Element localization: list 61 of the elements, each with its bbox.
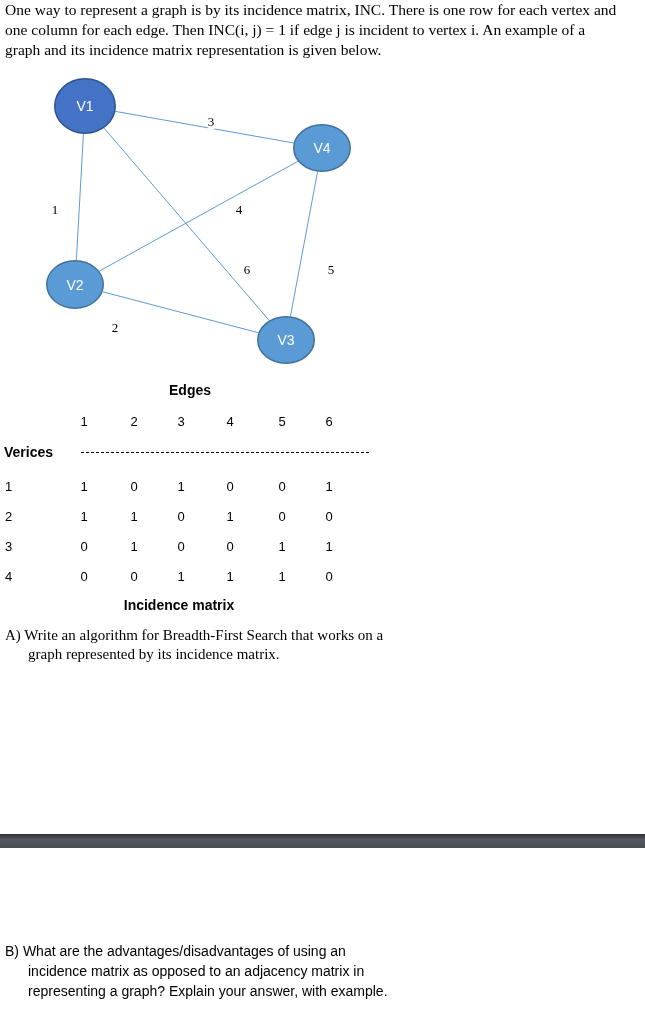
matrix-value: 1 [130, 538, 138, 554]
vertex-ellipse [257, 316, 315, 364]
matrix-value: 0 [226, 538, 234, 554]
edge-label: 1 [51, 203, 59, 217]
edge-line [98, 160, 299, 272]
vertex-ellipse [54, 78, 116, 134]
matrix-value: 0 [325, 568, 333, 584]
matrix-value: 0 [130, 478, 138, 494]
matrix-value: 0 [80, 538, 88, 554]
matrix-value: 0 [226, 478, 234, 494]
matrix-value: 1 [80, 508, 88, 524]
edge-label: 6 [243, 263, 251, 277]
edge-label: 4 [235, 203, 243, 217]
column-header: 1 [80, 413, 88, 429]
row-header: 2 [5, 508, 13, 524]
vertex-label: V2 [66, 276, 84, 293]
matrix-value: 1 [80, 478, 88, 494]
vertex-label: V4 [313, 140, 331, 156]
matrix-value: 0 [177, 508, 185, 524]
vertex-label: V1 [76, 98, 94, 114]
matrix-value: 0 [130, 568, 138, 584]
edge-line [75, 133, 84, 261]
edge-label: 3 [207, 115, 215, 129]
column-header: 2 [130, 413, 138, 429]
question-text: A) Write an algorithm for Breadth-First Search that works on a graph represented by its incidence matrix. [5, 626, 385, 664]
column-header: 5 [278, 413, 286, 429]
row-group-heading: Verices [4, 444, 54, 460]
matrix-value: 1 [278, 568, 286, 584]
question-text: B) What are the advantages/disadvantages of using an incidence matrix as opposed to an adjacency matrix in representing a graph? Explain your answer, with example. [5, 942, 389, 1001]
column-header: 4 [226, 413, 234, 429]
matrix-value: 1 [325, 538, 333, 554]
edge-label: 2 [111, 321, 119, 335]
matrix-value: 1 [226, 568, 234, 584]
matrix-value: 0 [278, 508, 286, 524]
matrix-value: 0 [278, 478, 286, 494]
vertex-ellipse [293, 124, 351, 172]
separator-bar [0, 834, 645, 848]
column-group-heading: Edges [169, 382, 211, 398]
matrix-value: 0 [177, 538, 185, 554]
matrix-value: 1 [177, 478, 185, 494]
vertex-label: V3 [277, 332, 295, 348]
edge-line [289, 171, 319, 317]
row-header: 4 [5, 568, 13, 584]
matrix-value: 0 [325, 508, 333, 524]
matrix-value: 1 [325, 478, 333, 494]
edge-line [114, 110, 295, 144]
vertex-ellipse [46, 260, 104, 309]
matrix-value: 1 [177, 568, 185, 584]
row-header: 1 [5, 478, 13, 494]
column-header: 6 [325, 413, 333, 429]
edge-line [102, 291, 259, 334]
matrix-value: 1 [226, 508, 234, 524]
edge-line [103, 127, 270, 321]
table-caption: Incidence matrix [123, 597, 235, 613]
matrix-value: 0 [80, 568, 88, 584]
intro-paragraph: One way to represent a graph is by its incidence matrix, INC. There is one row for each vertex and one column for each edge. Then INC(i, j) = 1 if edge j is incident to vertex i. An example of a graph and its incidence matrix representation is given below. [5, 0, 617, 60]
column-header: 3 [177, 413, 185, 429]
edge-label: 5 [327, 263, 335, 277]
matrix-value: 1 [278, 538, 286, 554]
row-header: 3 [5, 538, 13, 554]
matrix-value: 1 [130, 508, 138, 524]
